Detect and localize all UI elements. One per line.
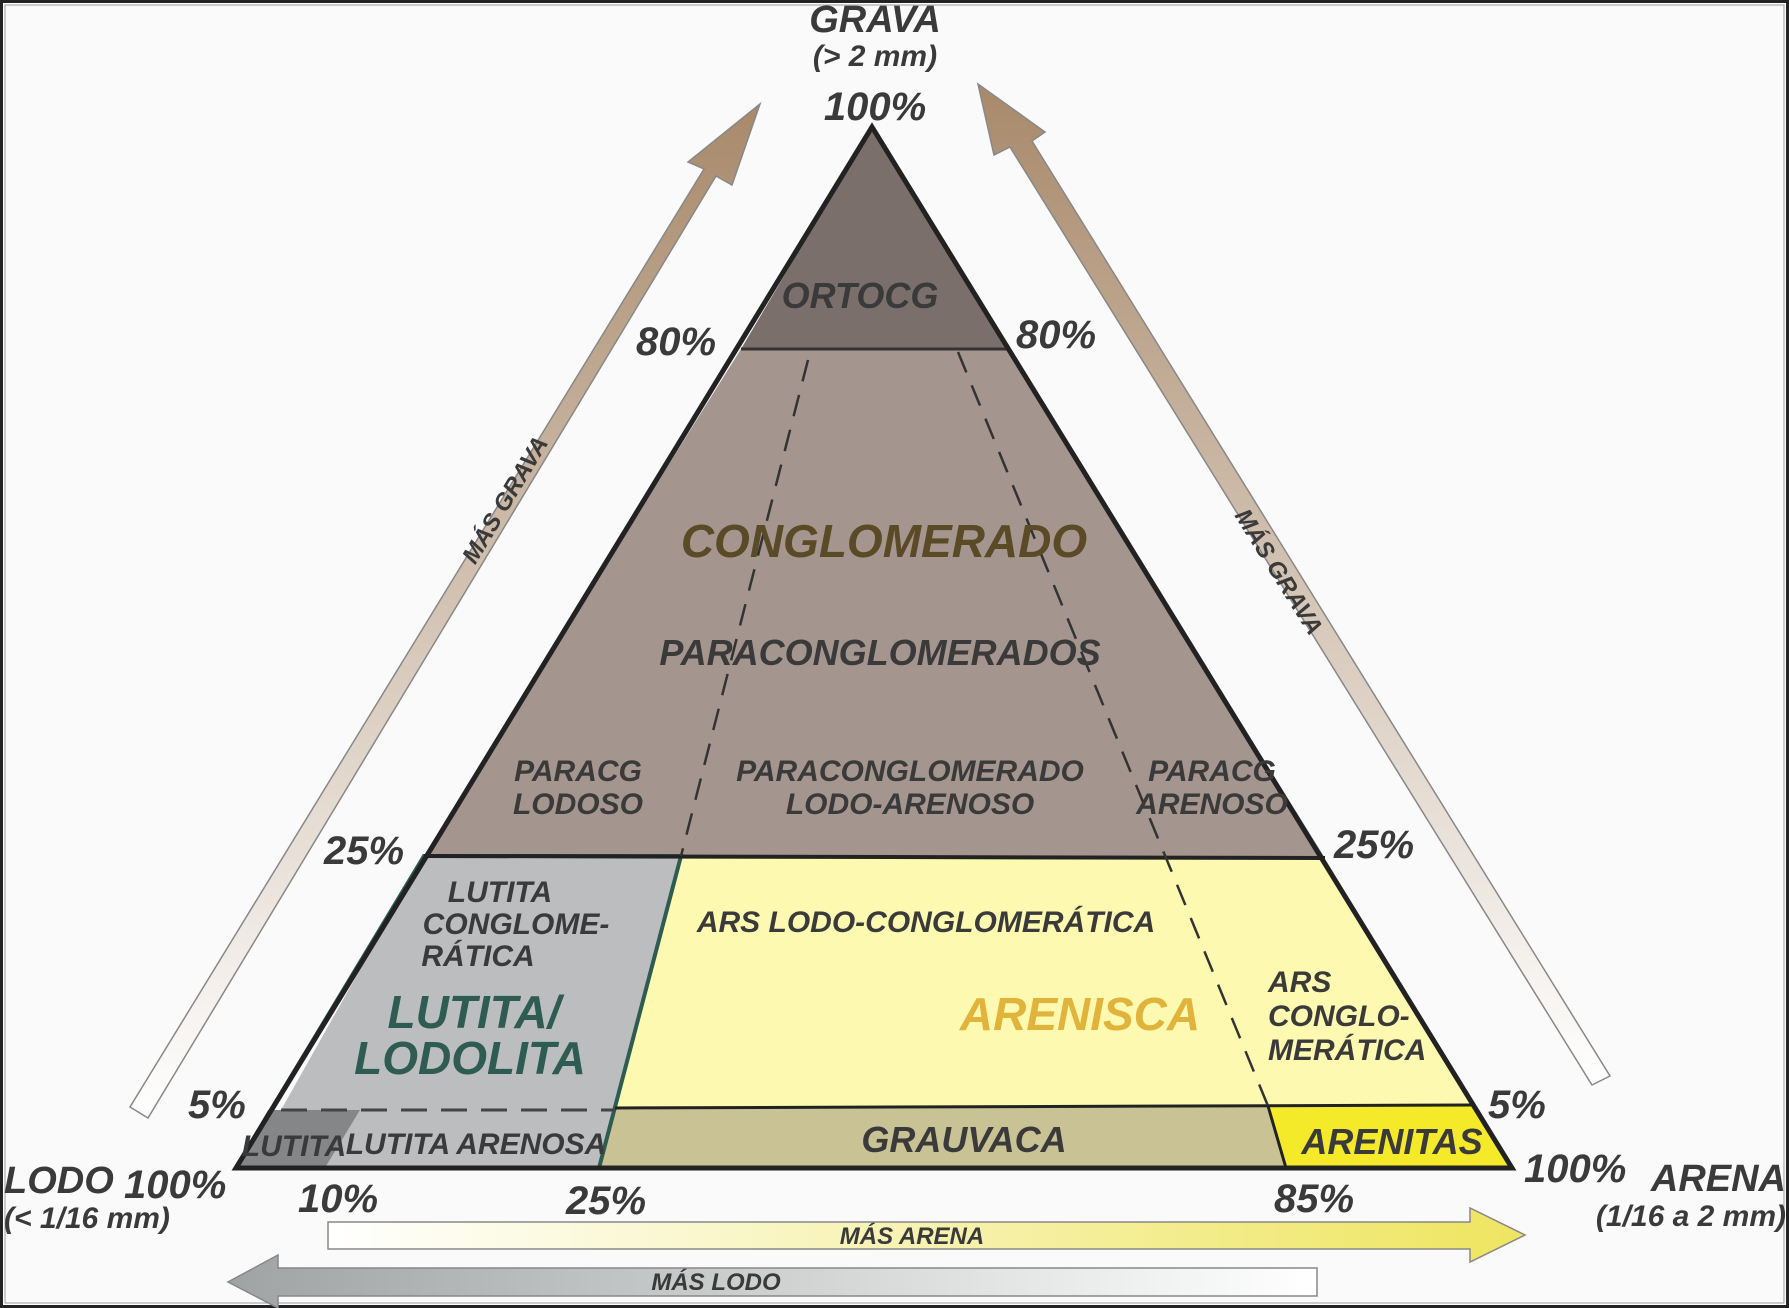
right-tick-80: 80% — [1016, 313, 1096, 357]
conglomerado-zone — [424, 349, 1325, 858]
lutita-arenosa-label: LUTITA ARENOSA — [346, 1128, 607, 1161]
lutita-zone — [281, 856, 681, 1110]
mas-lodo-arrow — [226, 1253, 1318, 1308]
right-vertex-percent: 100% — [1524, 1147, 1626, 1191]
ortocg-label: ORTOCG — [782, 275, 939, 316]
mas-arena-label: MÁS ARENA — [840, 1222, 984, 1250]
mas-arena-arrow — [327, 1206, 1527, 1264]
left-vertex-percent: 100% — [124, 1163, 226, 1207]
right-vertex-title: ARENA — [1650, 1158, 1786, 1200]
conglomerado-label: CONGLOMERADO — [681, 515, 1088, 567]
lutita-small-zone — [236, 1110, 360, 1166]
top-vertex-subtitle: (> 2 mm) — [813, 40, 937, 73]
dashed-divider-left — [679, 359, 810, 857]
lutita-conglomeratica-line1: LUTITA — [448, 876, 552, 909]
right-tick-25: 25% — [1333, 823, 1414, 867]
paracg-lodoso-line2: LODOSO — [513, 788, 643, 821]
left-vertex-subtitle: (< 1/16 mm) — [4, 1202, 170, 1235]
paracg-arenoso-line2: ARENOSO — [1135, 788, 1288, 821]
base-tick-10: 10% — [298, 1177, 378, 1221]
grauvaca-zone — [599, 1106, 1286, 1168]
grauvaca-label: GRAUVACA — [861, 1119, 1066, 1160]
left-tick-25: 25% — [323, 829, 404, 873]
ars-conglomeratica-line3: MERÁTICA — [1268, 1033, 1426, 1067]
arenitas-label: ARENITAS — [1300, 1121, 1482, 1162]
ars-conglomeratica-line2: CONGLO- — [1268, 1000, 1410, 1033]
left-tick-80: 80% — [636, 320, 716, 364]
right-vertex-subtitle: (1/16 a 2 mm) — [1596, 1200, 1786, 1233]
main-triangle-outline — [231, 122, 1517, 1171]
left-vertex-title: LODO — [4, 1160, 114, 1202]
grauvaca-arenitas-divider — [1266, 1105, 1288, 1169]
paraconglomerados-label: PARACONGLOMERADOS — [659, 632, 1100, 673]
boundary-25 — [423, 854, 1326, 860]
lutita-conglomeratica-line2: CONGLOME- — [423, 908, 610, 941]
mas-lodo-label: MÁS LODO — [651, 1268, 781, 1296]
left-up-arrow — [128, 101, 762, 1120]
base-tick-25: 25% — [565, 1179, 646, 1223]
dashed-divider-right — [956, 351, 1270, 1107]
top-vertex-percent: 100% — [824, 85, 926, 129]
arenisca-zone — [615, 856, 1472, 1108]
top-vertex-title: GRAVA — [809, 0, 941, 41]
ortocg-zone — [741, 127, 1008, 349]
paracg-lodo-arenoso-line2: LODO-ARENOSO — [786, 788, 1034, 821]
ars-lodo-conglomeratica-label: ARS LODO-CONGLOMERÁTICA — [696, 905, 1155, 939]
lutita-label: LUTITA — [242, 1130, 346, 1163]
arenitas-zone — [1268, 1105, 1512, 1168]
ars-conglomeratica-line1: ARS — [1267, 966, 1331, 999]
arenisca-label: ARENISCA — [959, 988, 1200, 1040]
lutita-lodolita-line1: LUTITA/ — [388, 986, 565, 1038]
lutita-lodolita-line2: LODOLITA — [354, 1032, 586, 1084]
lutita-conglomeratica-line3: RÁTICA — [421, 939, 534, 973]
boundary-5 — [614, 1103, 1473, 1110]
paracg-arenoso-line1: PARACG — [1148, 755, 1276, 788]
paracg-lodoso-line1: PARACG — [514, 755, 642, 788]
right-tick-5: 5% — [1488, 1083, 1546, 1127]
right-up-arrow — [976, 82, 1612, 1086]
left-tick-5: 5% — [188, 1083, 246, 1127]
base-tick-85: 85% — [1274, 1177, 1354, 1221]
paracg-lodo-arenoso-line1: PARACONGLOMERADO — [736, 755, 1084, 788]
